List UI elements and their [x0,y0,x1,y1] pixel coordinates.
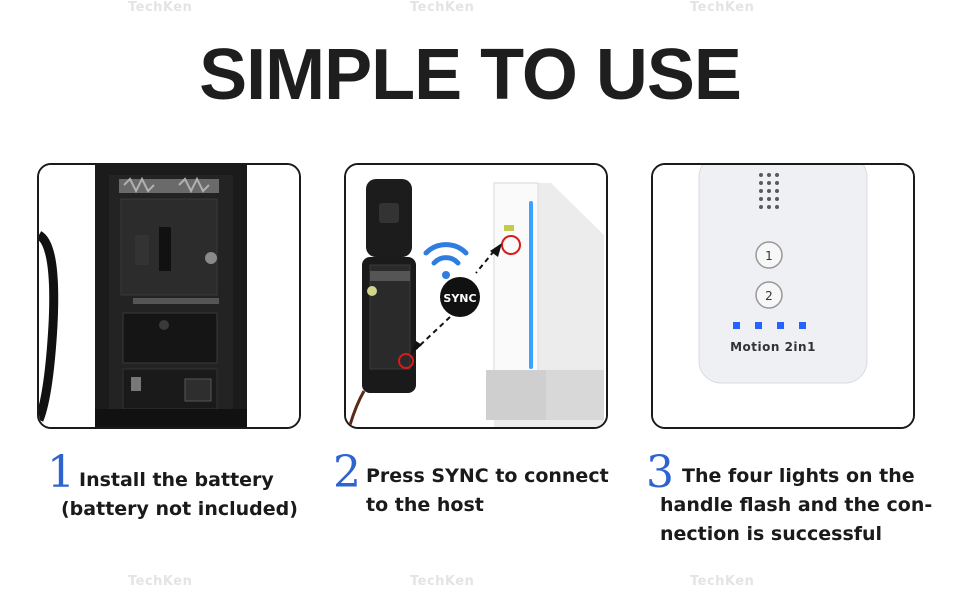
watermark: TechKen [690,574,755,589]
button-2: 2 [765,289,773,303]
watermark: TechKen [410,0,475,15]
watermark: TechKen [128,0,193,15]
step-number: 1 [47,447,75,498]
step-text: Press SYNC to connect to the host [366,462,609,520]
step-number: 2 [333,447,361,498]
watermark: TechKen [690,0,755,15]
step-line: to the host [366,494,484,516]
led-indicators [733,322,806,329]
step-line: handle flash and the con- [660,494,933,516]
speaker-grille [759,173,779,209]
sync-host-image: SYNC [344,163,608,429]
step-text: Install the battery (battery not include… [61,466,298,524]
step-number: 3 [646,447,674,498]
wifi-icon [423,242,469,279]
page-title: SIMPLE TO USE [199,35,742,115]
step-text: The four lights on the handle flash and … [660,462,932,549]
button-1: 1 [765,249,773,263]
controller-lights-image: 1 2 Motion 2in1 [651,163,915,429]
battery-compartment-image [37,163,301,429]
watermark: TechKen [128,574,193,589]
sync-badge: SYNC [443,292,476,305]
step-line: (battery not included) [61,498,298,520]
step-line: Press SYNC to connect [366,465,609,487]
watermark: TechKen [410,574,475,589]
motion-2in1-label: Motion 2in1 [730,340,816,354]
step-line: Install the battery [79,469,274,491]
step-line: nection is successful [660,523,883,545]
step-line: The four lights on the [682,465,915,487]
